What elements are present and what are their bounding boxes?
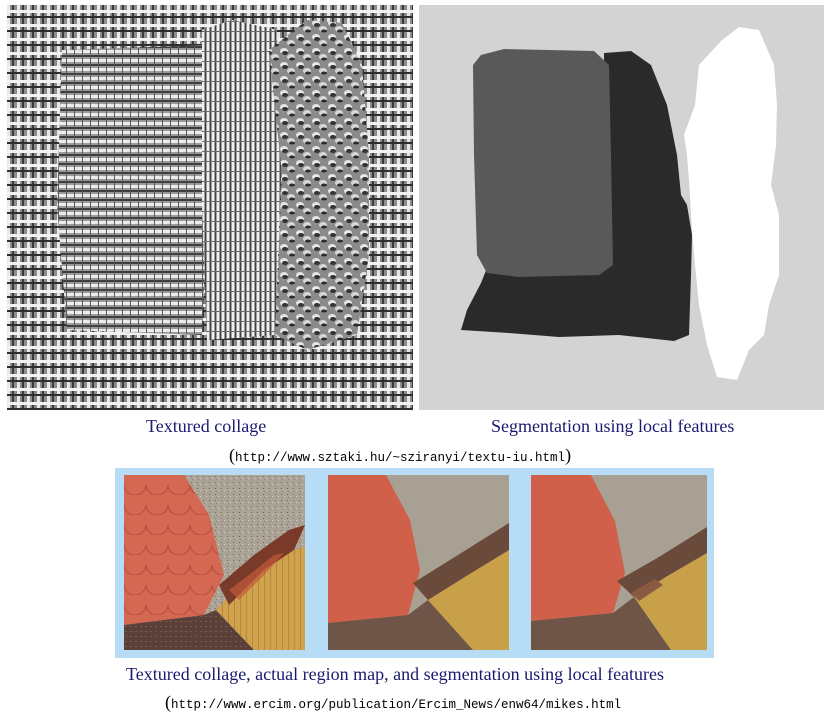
bottom-segmentation-image: [531, 475, 707, 650]
textured-collage-image: [7, 5, 413, 410]
top-source-open-paren: (: [229, 445, 235, 465]
segmentation-result-image: [419, 5, 824, 410]
bottom-source-line: (http://www.ercim.org/publication/Ercim_…: [165, 692, 621, 713]
top-source-url: http://www.sztaki.hu/~sziranyi/textu-iu.…: [235, 451, 566, 465]
bottom-source-open-paren: (: [165, 692, 171, 712]
bottom-figure-caption: Textured collage, actual region map, and…: [126, 664, 665, 684]
segmentation-caption: Segmentation using local features: [491, 416, 735, 436]
textured-collage-caption: Textured collage: [146, 416, 267, 436]
bottom-source-url: http://www.ercim.org/publication/Ercim_N…: [171, 698, 622, 712]
bottom-textured-collage-image: [124, 475, 305, 650]
top-source-close-paren: ): [565, 445, 572, 465]
bottom-figure-frame: [115, 468, 714, 658]
top-source-line: (http://www.sztaki.hu/~sziranyi/textu-iu…: [229, 445, 571, 466]
actual-region-map-image: [328, 475, 509, 650]
